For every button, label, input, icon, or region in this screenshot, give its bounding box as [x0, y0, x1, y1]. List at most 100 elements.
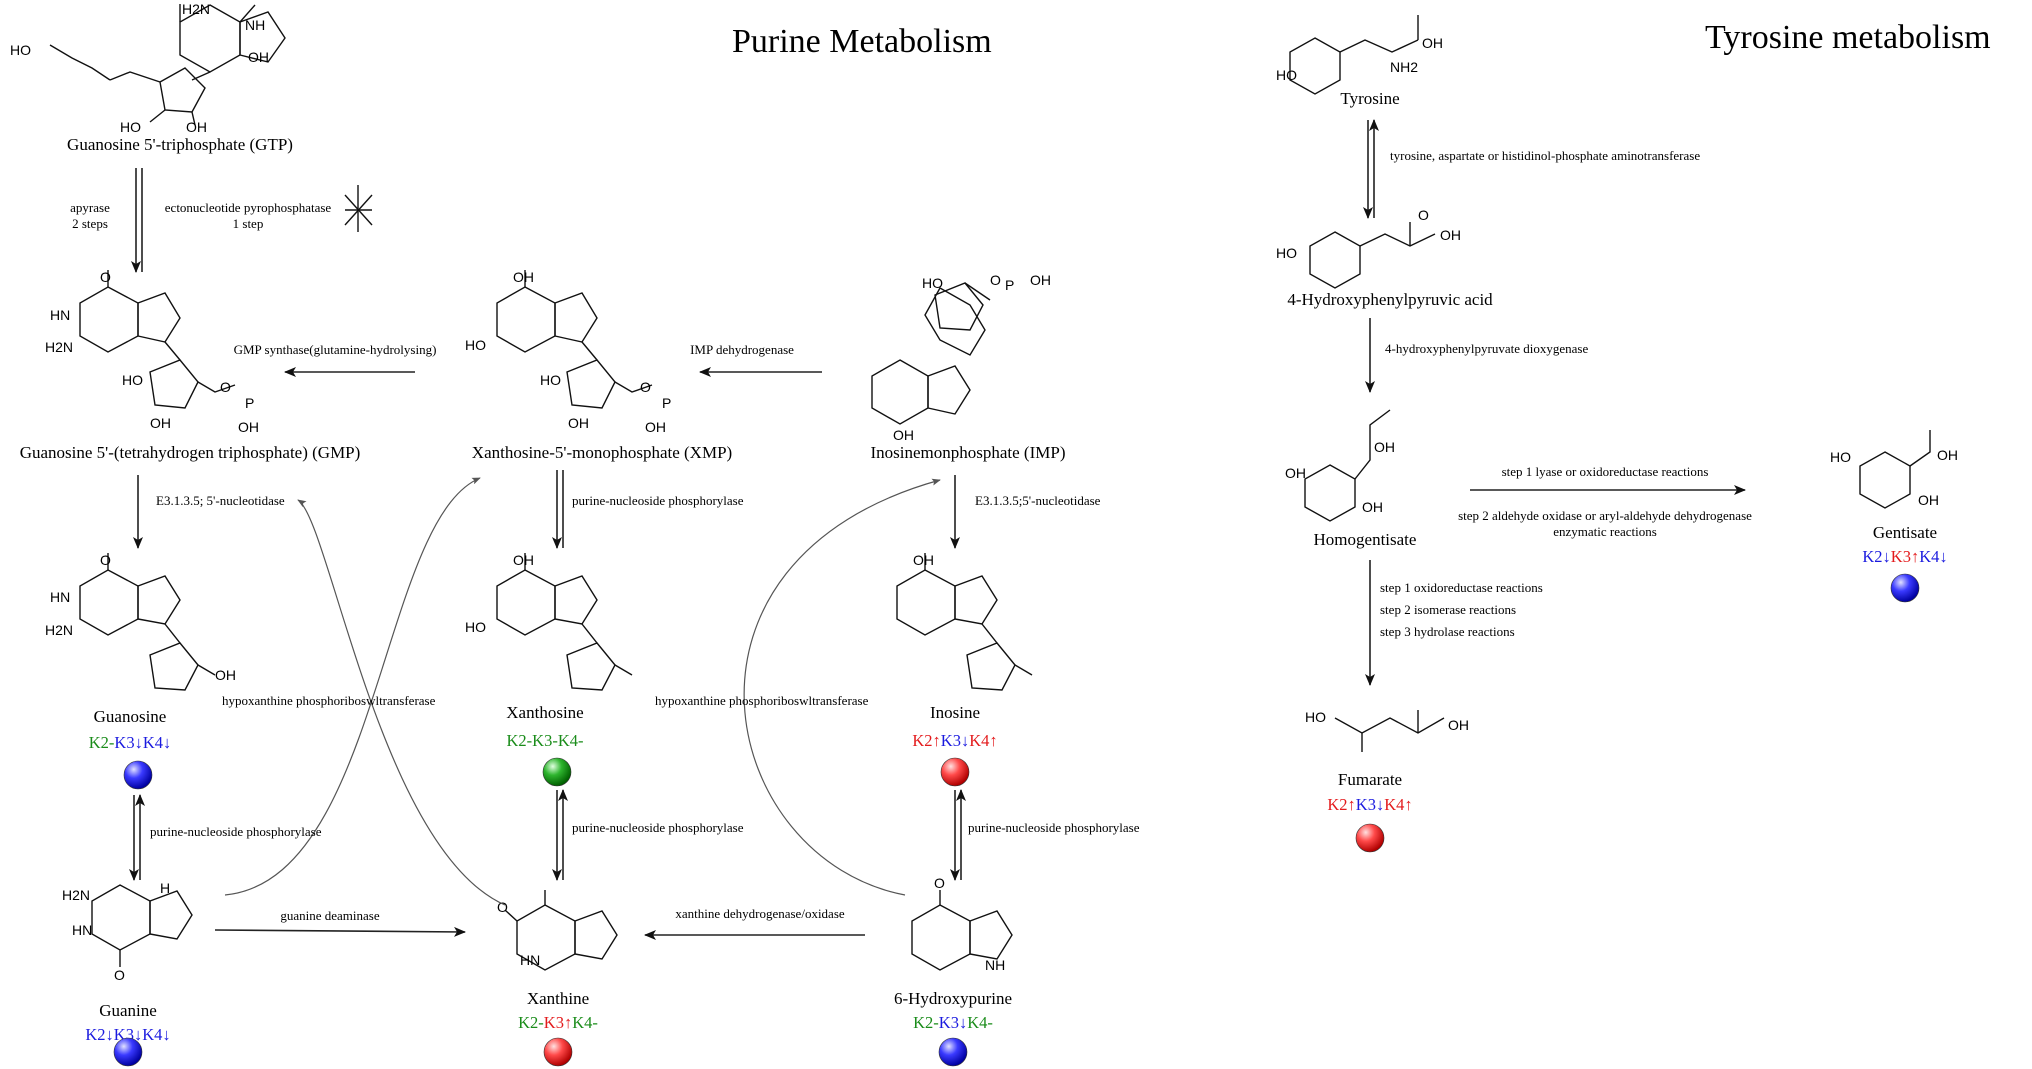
guanine-o: O [114, 967, 125, 983]
xmp-p: P [662, 395, 671, 411]
reg-hydroxypurine: K2-K3↓K4- [913, 1013, 993, 1032]
hppa-oh: OH [1440, 227, 1461, 243]
enz-e3135-imp: E3.1.3.5;5'-nucleotidase [975, 493, 1101, 508]
tyrosine-nh2: NH2 [1390, 59, 1418, 75]
arc-xanthine-gmp [297, 499, 506, 906]
reg-guanine: K2↓K3↓K4↓ [85, 1025, 170, 1044]
enz-fumarate-3: step 3 hydrolase reactions [1380, 624, 1515, 639]
inosine-structure [896, 553, 1033, 691]
reg-token-guanosine-1: K3↓ [114, 733, 142, 752]
arc-hydroxypurine-imp [743, 478, 941, 896]
reg-fumarate: K2↑K3↓K4↑ [1327, 795, 1412, 814]
hydroxypurine-nh: NH [985, 957, 1005, 973]
xmp-oh2: OH [568, 415, 589, 431]
arc-guanine-xmp [224, 477, 481, 896]
xanthosine-oh: OH [513, 552, 534, 568]
gentisate-structure [1859, 430, 1931, 509]
reg-inosine: K2↑K3↓K4↑ [912, 731, 997, 750]
imp-label: Inosinemonphosphate (IMP) [870, 443, 1065, 462]
reg-gentisate: K2↓K3↑K4↓ [1862, 547, 1947, 566]
gmp-o: O [100, 269, 111, 285]
enz-apyrase-steps: 2 steps [72, 216, 108, 231]
enz-imp-dh: IMP dehydrogenase [690, 342, 794, 357]
gmp-label: Guanosine 5'-(tetrahydrogen triphosphate… [20, 443, 361, 462]
reg-token-guanine-2: K4↓ [142, 1025, 170, 1044]
tyrosine-label: Tyrosine [1340, 89, 1399, 108]
reg-token-xanthine-2: K4- [572, 1013, 598, 1032]
fumarate-structure [1334, 710, 1445, 752]
guanosine-o: O [100, 552, 111, 568]
reg-token-inosine-0: K2↑ [912, 731, 940, 750]
reg-token-hydroxypurine-0: K2- [913, 1013, 939, 1032]
gmp-op: O [220, 379, 231, 395]
guanine-structure [91, 884, 193, 967]
guanosine-oh: OH [215, 667, 236, 683]
xanthosine-label: Xanthosine [506, 703, 583, 722]
hydroxypurine-o: O [934, 875, 945, 891]
reg-token-fumarate-0: K2↑ [1327, 795, 1355, 814]
xmp-op: O [640, 379, 651, 395]
tyrosine-ho: HO [1276, 67, 1297, 83]
ball-fumarate [1355, 823, 1385, 853]
enz-pnp-xanthine: purine-nucleoside phosphorylase [572, 820, 744, 835]
reg-token-xanthine-1: K3↑ [544, 1013, 572, 1032]
reg-token-guanosine-0: K2- [89, 733, 115, 752]
tyrosine-title: Tyrosine metabolism [1705, 19, 1991, 56]
gtp-label: Guanosine 5'-triphosphate (GTP) [67, 135, 293, 154]
hydroxypurine-structure [911, 890, 1013, 971]
reg-xanthosine: K2-K3-K4- [506, 731, 583, 750]
gtp-oh2: OH [186, 119, 207, 135]
xmp-ho: HO [465, 337, 486, 353]
homogentisate-oh: OH [1374, 439, 1395, 455]
fumarate-ho: HO [1305, 709, 1326, 725]
guanine-h2n: H2N [62, 887, 90, 903]
gmp-structure [79, 270, 236, 409]
imp-o: O [990, 272, 1001, 288]
xanthine-o: O [497, 899, 508, 915]
reg-token-gentisate-0: K2↓ [1862, 547, 1890, 566]
guanosine-label: Guanosine [94, 707, 167, 726]
homogentisate-label: Homogentisate [1314, 530, 1417, 549]
gmp-h2n: H2N [45, 339, 73, 355]
guanosine-h2n: H2N [45, 622, 73, 638]
xanthosine-structure [496, 553, 633, 691]
enz-gmp-synthase: GMP synthase(glutamine-hydrolysing) [234, 342, 437, 357]
tyrosine-structure [1289, 15, 1419, 95]
enz-pnp-guanine: purine-nucleoside phosphorylase [150, 824, 322, 839]
gentisate-oh: OH [1937, 447, 1958, 463]
gentisate-label: Gentisate [1873, 523, 1937, 542]
enz-hppd: 4-hydroxyphenylpyruvate dioxygenase [1385, 341, 1588, 356]
fumarate-oh: OH [1448, 717, 1469, 733]
imp-oh2: OH [893, 427, 914, 443]
gentisate-ho: HO [1830, 449, 1851, 465]
xmp-label: Xanthosine-5'-monophosphate (XMP) [472, 443, 732, 462]
homogentisate-oh3: OH [1362, 499, 1383, 515]
hydroxypurine-label: 6-Hydroxypurine [894, 989, 1012, 1008]
gtp-oh: OH [248, 49, 269, 65]
reg-token-xanthosine-1: K3- [532, 731, 558, 750]
fumarate-label: Fumarate [1338, 770, 1402, 789]
enz-pnp-xmp: purine-nucleoside phosphorylase [572, 493, 744, 508]
gmp-ho: HO [122, 372, 143, 388]
xanthine-label: Xanthine [527, 989, 589, 1008]
reg-token-xanthosine-0: K2- [506, 731, 532, 750]
enz-hprt-left: hypoxanthine phosphoriboswltransferase [222, 693, 436, 708]
xanthine-hn: HN [520, 952, 540, 968]
xmp-oh: OH [513, 269, 534, 285]
gmp-p: P [245, 395, 254, 411]
xmp-ho2: HO [540, 372, 561, 388]
gmp-oh: OH [238, 419, 259, 435]
enz-gentisate-3: enzymatic reactions [1553, 524, 1657, 539]
imp-ho: HO [922, 275, 943, 291]
gentisate-oh2: OH [1918, 492, 1939, 508]
ball-gentisate [1890, 573, 1920, 603]
hppa-o: O [1418, 207, 1429, 223]
xmp-structure [496, 270, 653, 409]
enz-apyrase: apyrase [70, 200, 110, 215]
ball-guanosine [123, 760, 153, 790]
reg-token-guanosine-2: K4↓ [143, 733, 171, 752]
reg-token-hydroxypurine-1: K3↓ [939, 1013, 967, 1032]
xmp-oh: OH [645, 419, 666, 435]
reg-guanosine: K2-K3↓K4↓ [89, 733, 172, 752]
